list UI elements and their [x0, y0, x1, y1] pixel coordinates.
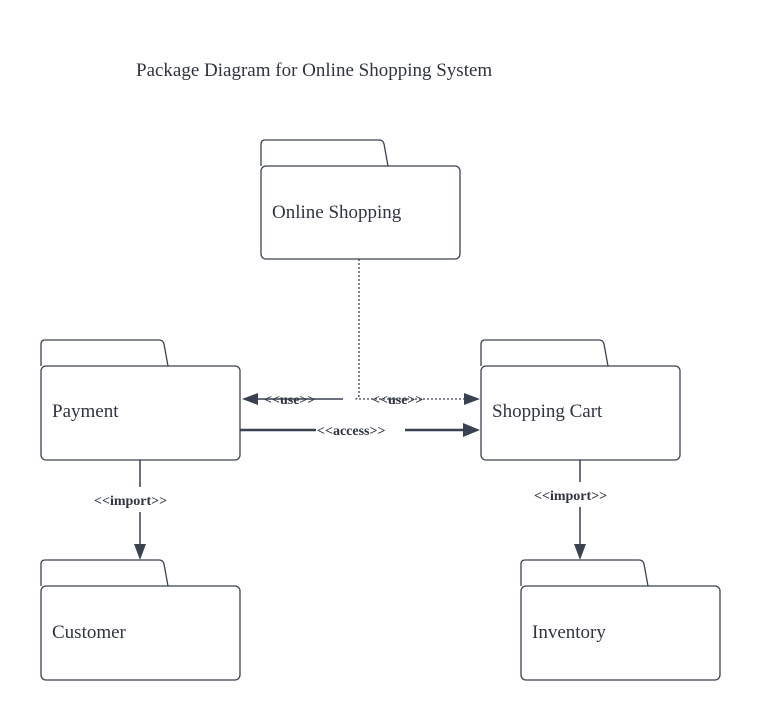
- package-online-shopping[interactable]: Online Shopping: [260, 139, 461, 260]
- package-payment-label: Payment: [52, 401, 119, 422]
- use-to-payment-label: <<use>>: [264, 393, 315, 408]
- package-customer-label: Customer: [52, 622, 127, 643]
- package-customer-tab: [40, 559, 169, 587]
- access-dependency[interactable]: <<access>>: [240, 423, 480, 439]
- use-dependency-trunk: [354, 259, 360, 400]
- package-shopping-cart-tab: [480, 339, 609, 367]
- use-to-cart-label: <<use>>: [372, 393, 423, 408]
- package-online-shopping-tab: [260, 139, 389, 167]
- import-inventory-arrowhead: [574, 544, 586, 560]
- package-inventory-label: Inventory: [532, 622, 606, 643]
- import-dependency-customer[interactable]: <<import>>: [94, 460, 167, 560]
- package-shopping-cart[interactable]: Shopping Cart: [480, 339, 681, 461]
- use-dependency-to-cart-arrowhead: [464, 393, 480, 405]
- import-customer-label: <<import>>: [94, 494, 167, 509]
- package-inventory-body: [520, 585, 721, 681]
- package-online-shopping-body: [260, 165, 461, 260]
- package-inventory-tab: [520, 559, 649, 587]
- import-customer-arrowhead: [134, 544, 146, 560]
- use-dependency-to-payment[interactable]: <<use>>: [242, 393, 343, 408]
- access-label: <<access>>: [317, 424, 385, 439]
- import-dependency-inventory[interactable]: <<import>>: [534, 460, 607, 560]
- use-dependency-to-shopping-cart[interactable]: <<use>>: [359, 393, 480, 408]
- package-online-shopping-label: Online Shopping: [272, 202, 402, 223]
- use-dependency-to-payment-arrowhead: [242, 393, 258, 405]
- import-inventory-label: <<import>>: [534, 489, 607, 504]
- access-arrowhead: [463, 423, 480, 437]
- package-payment-tab: [40, 339, 169, 367]
- package-customer-body: [40, 585, 241, 681]
- package-payment[interactable]: Payment: [40, 339, 241, 461]
- diagram-title: Package Diagram for Online Shopping Syst…: [136, 60, 492, 81]
- package-customer[interactable]: Customer: [40, 559, 241, 681]
- package-shopping-cart-label: Shopping Cart: [492, 401, 603, 422]
- package-inventory[interactable]: Inventory: [520, 559, 721, 681]
